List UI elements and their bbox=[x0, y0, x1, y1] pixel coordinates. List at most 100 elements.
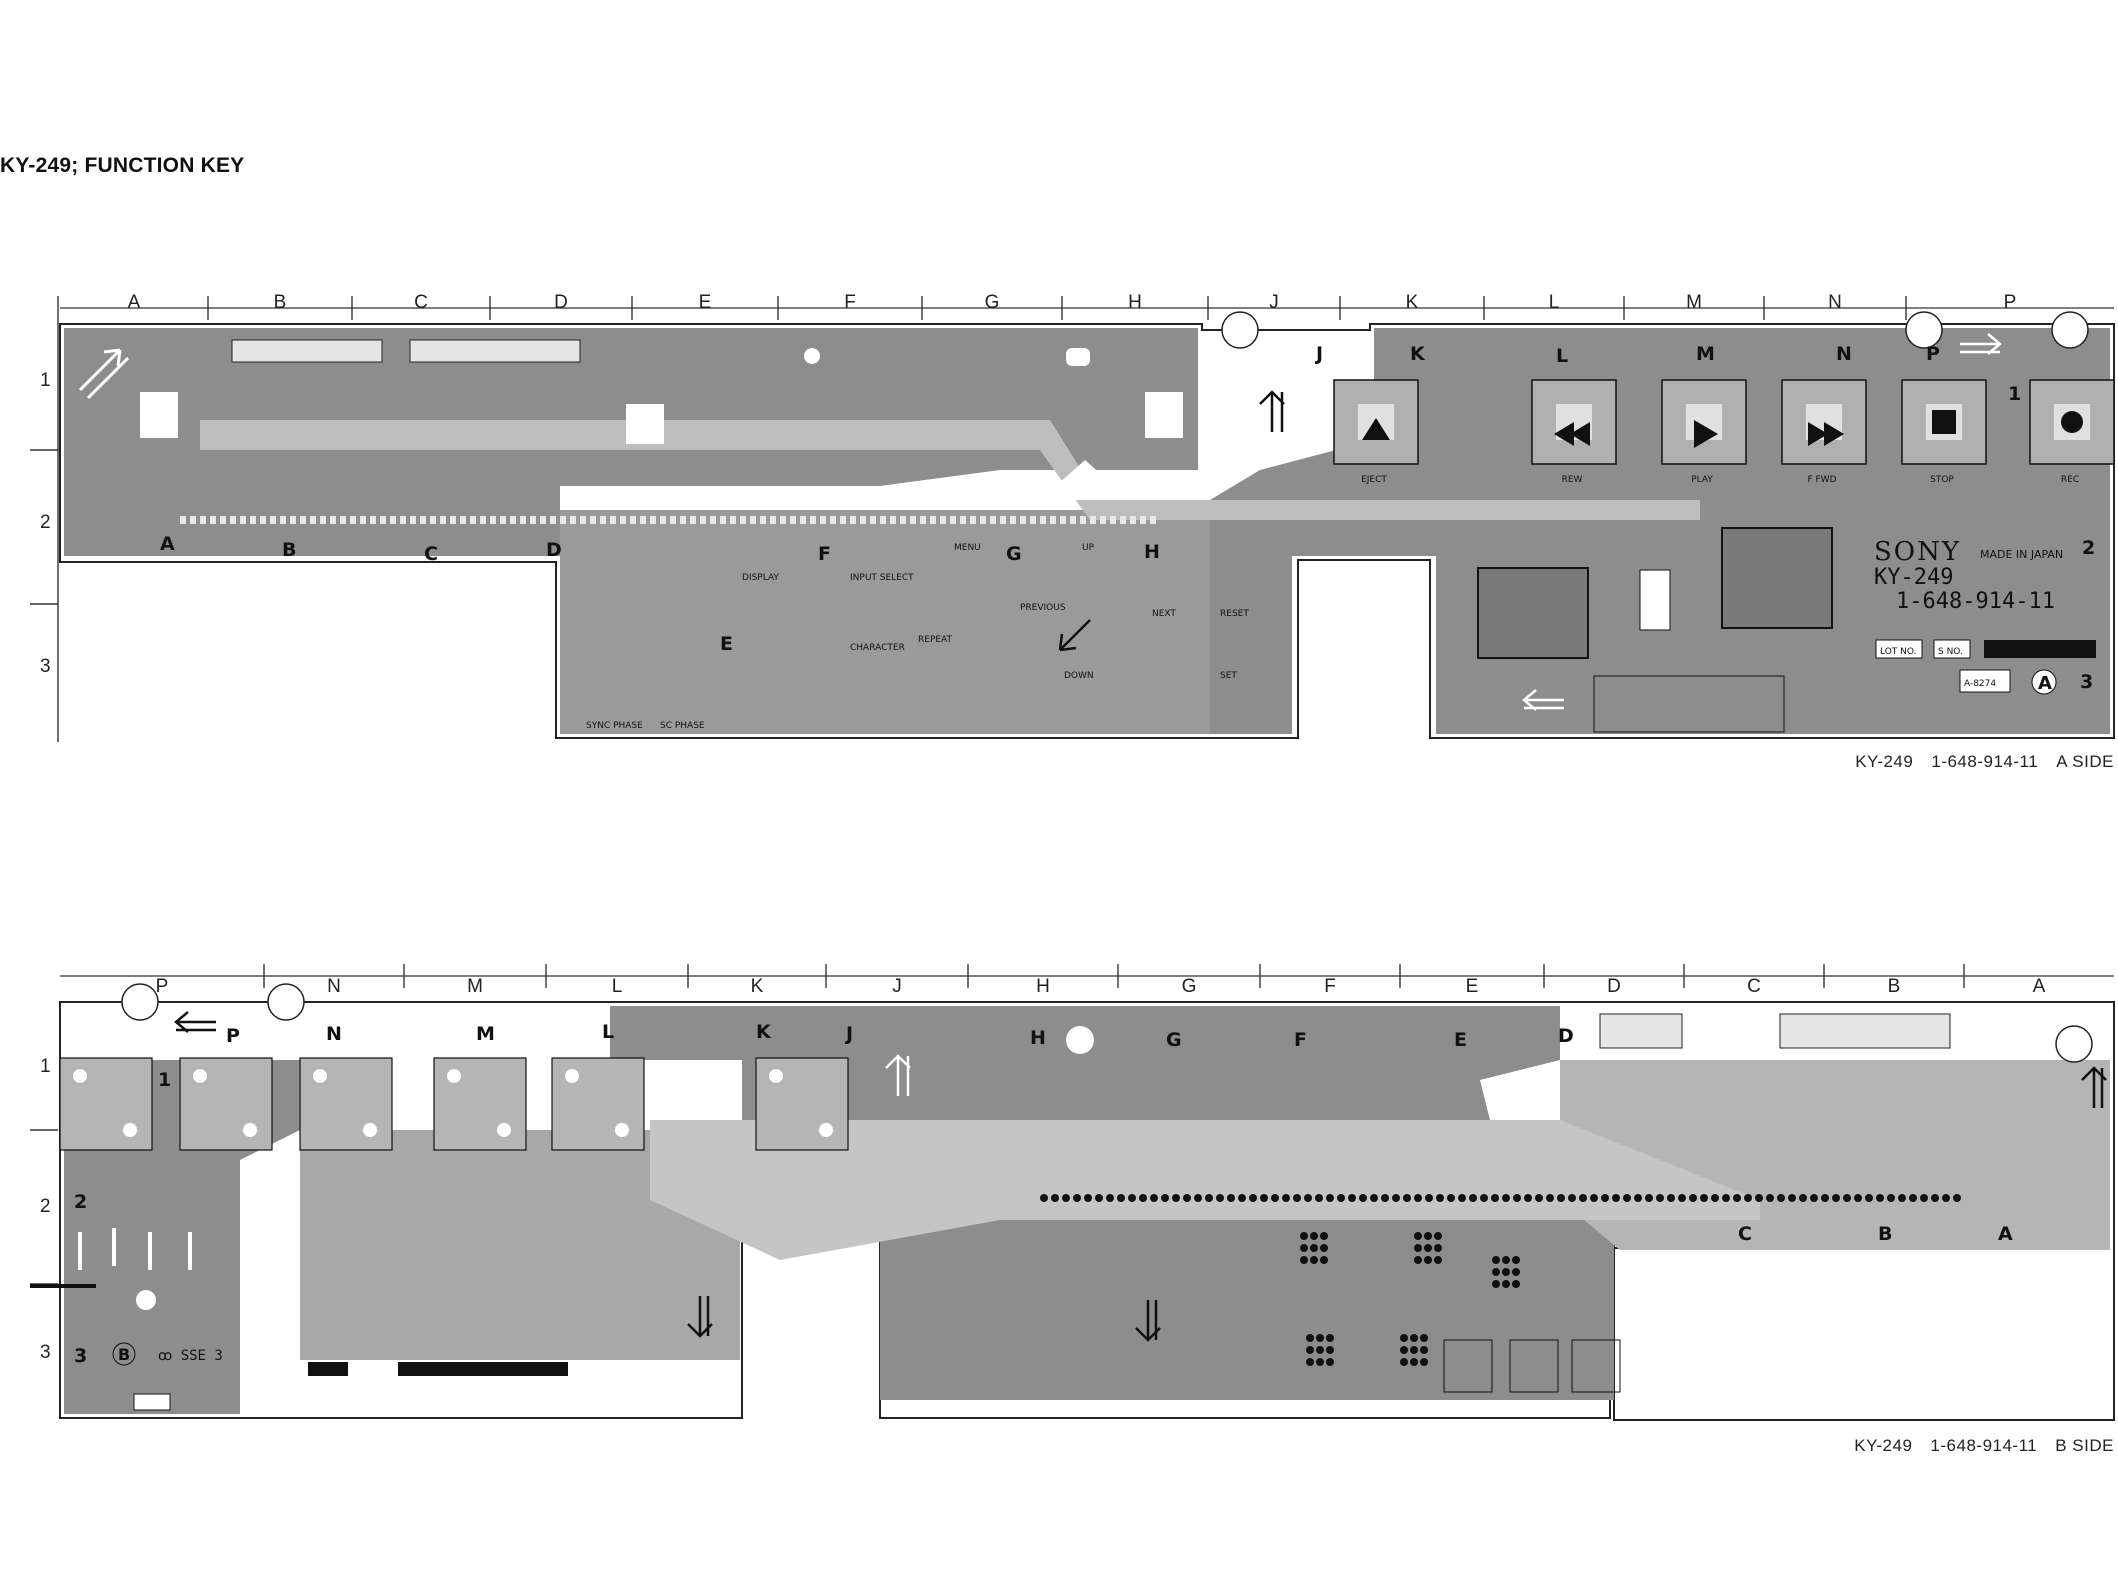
a-pin bbox=[390, 516, 396, 524]
a-corner-3: 3 bbox=[2080, 671, 2093, 693]
a-pin bbox=[830, 516, 836, 524]
b-silk-label: L bbox=[602, 1021, 614, 1043]
b-switch-hole bbox=[769, 1069, 783, 1083]
a-small-button-label: PREVIOUS bbox=[1020, 603, 1066, 613]
a-small-button-label: DOWN bbox=[1064, 671, 1094, 681]
a-pin bbox=[900, 516, 906, 524]
a-pin bbox=[680, 516, 686, 524]
b-pin bbox=[1436, 1194, 1444, 1202]
a-column-label: M bbox=[1686, 292, 1702, 313]
a-pin bbox=[520, 516, 526, 524]
b-component-pin bbox=[1492, 1256, 1500, 1264]
b-component-pin bbox=[1410, 1358, 1418, 1366]
a-pin bbox=[1100, 516, 1106, 524]
b-side-small-part bbox=[133, 1393, 171, 1411]
arrow-icon bbox=[174, 1011, 216, 1033]
b-switch-hole bbox=[363, 1123, 377, 1137]
b-component-pin bbox=[1316, 1346, 1324, 1354]
b-pin bbox=[1238, 1194, 1246, 1202]
a-side-hole bbox=[1066, 348, 1090, 366]
s-no-box bbox=[1933, 639, 1971, 659]
a-pin bbox=[250, 516, 256, 524]
a-switch-label: EJECT bbox=[1361, 475, 1387, 485]
a-pin bbox=[260, 516, 266, 524]
b-pin bbox=[1282, 1194, 1290, 1202]
b-pin bbox=[1557, 1194, 1565, 1202]
a-small-button-label: REPEAT bbox=[918, 635, 953, 645]
a-column-label: K bbox=[1406, 292, 1419, 313]
a-pin bbox=[200, 516, 206, 524]
a-pin bbox=[340, 516, 346, 524]
made-in-label: MADE IN JAPAN bbox=[1980, 548, 2063, 561]
b-column-label: D bbox=[1607, 976, 1621, 997]
b-column-label: C bbox=[1747, 976, 1761, 997]
arrow-icon bbox=[885, 1054, 911, 1096]
b-side-hole bbox=[136, 1290, 156, 1310]
b-switch-hole bbox=[73, 1069, 87, 1083]
a-pin bbox=[1080, 516, 1086, 524]
a-pin bbox=[370, 516, 376, 524]
a-pin bbox=[810, 516, 816, 524]
model-label: KY-249 bbox=[1874, 565, 1953, 590]
b-pin bbox=[1051, 1194, 1059, 1202]
b-pin bbox=[1139, 1194, 1147, 1202]
b-pin bbox=[1194, 1194, 1202, 1202]
a-pin bbox=[240, 516, 246, 524]
b-pin bbox=[1392, 1194, 1400, 1202]
a-side-caption-part: 1-648-914-11 bbox=[1931, 752, 2039, 771]
arrow-icon bbox=[1058, 619, 1091, 652]
b-pin bbox=[1414, 1194, 1422, 1202]
b-component-pin bbox=[1434, 1256, 1442, 1264]
b-switch-pad bbox=[179, 1057, 273, 1151]
a-pin bbox=[690, 516, 696, 524]
b-component-pin bbox=[1424, 1256, 1432, 1264]
a-side-notch bbox=[2051, 311, 2089, 349]
a-side-caption-board: KY-249 bbox=[1855, 752, 1914, 771]
a-side-row-labels: 123 bbox=[30, 296, 59, 742]
b-pin bbox=[1744, 1194, 1752, 1202]
b-pin bbox=[1865, 1194, 1873, 1202]
b-pin bbox=[1700, 1194, 1708, 1202]
a-silk-label: D bbox=[546, 539, 562, 561]
a-pin bbox=[790, 516, 796, 524]
record-icon bbox=[2061, 411, 2083, 433]
b-pin bbox=[1403, 1194, 1411, 1202]
b-pin bbox=[1073, 1194, 1081, 1202]
a-pin bbox=[410, 516, 416, 524]
a-row-label: 1 bbox=[40, 370, 51, 391]
b-pin bbox=[1359, 1194, 1367, 1202]
a-silk-label: K bbox=[1410, 343, 1426, 365]
b-component-pin bbox=[1326, 1334, 1334, 1342]
a-pin bbox=[740, 516, 746, 524]
b-component-pin bbox=[1400, 1346, 1408, 1354]
b-side-row-labels: 123 bbox=[30, 1056, 58, 1363]
b-side-notch bbox=[267, 983, 305, 1021]
a-pin bbox=[510, 516, 516, 524]
b-pin bbox=[1491, 1194, 1499, 1202]
rewind-icon bbox=[1554, 422, 1590, 446]
a-column-label: A bbox=[128, 292, 141, 313]
b-pin bbox=[1755, 1194, 1763, 1202]
a-pin bbox=[860, 516, 866, 524]
a-small-button-label: DISPLAY bbox=[742, 573, 779, 583]
b-pin bbox=[1898, 1194, 1906, 1202]
b-pin bbox=[1777, 1194, 1785, 1202]
b-pin bbox=[1766, 1194, 1774, 1202]
a-pin bbox=[330, 516, 336, 524]
b-component-pin bbox=[1306, 1334, 1314, 1342]
b-component-pin bbox=[1492, 1280, 1500, 1288]
b-component-pin bbox=[1512, 1280, 1520, 1288]
b-component-pin bbox=[1414, 1256, 1422, 1264]
arrow-icon bbox=[687, 1296, 713, 1338]
a-pin bbox=[670, 516, 676, 524]
b-switch-hole bbox=[313, 1069, 327, 1083]
a-side-component bbox=[1639, 569, 1671, 631]
a-column-label: D bbox=[554, 292, 568, 313]
b-silk-label: C bbox=[1738, 1223, 1752, 1245]
a-silk-label: B bbox=[282, 539, 296, 561]
b-rv-outline bbox=[1509, 1339, 1559, 1393]
b-column-label: A bbox=[2033, 976, 2046, 997]
a-pin bbox=[1050, 516, 1056, 524]
b-pin bbox=[1821, 1194, 1829, 1202]
a-small-button-label: SC PHASE bbox=[660, 721, 705, 731]
